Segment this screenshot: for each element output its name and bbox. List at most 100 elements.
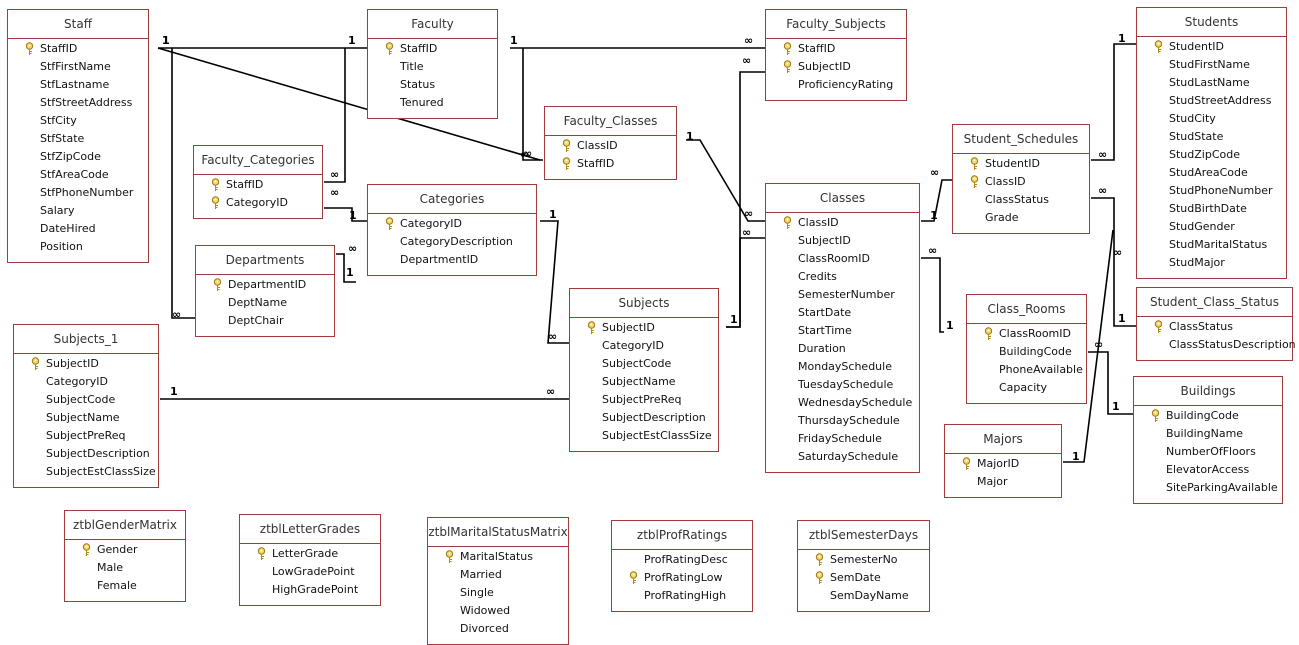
field-row[interactable]: StudFirstName — [1137, 56, 1286, 74]
relationship-line[interactable] — [921, 257, 944, 333]
field-row[interactable]: FridaySchedule — [766, 430, 919, 448]
field-row[interactable]: StudMaritalStatus — [1137, 236, 1286, 254]
table-title[interactable]: Faculty — [368, 10, 497, 39]
field-row[interactable]: Tenured — [368, 94, 497, 112]
field-row[interactable]: SemDayName — [798, 587, 929, 605]
table-title[interactable]: Class_Rooms — [967, 295, 1086, 324]
field-row[interactable]: ClassStatusDescription — [1137, 336, 1296, 354]
table-title[interactable]: Faculty_Categories — [194, 146, 322, 175]
field-row[interactable]: SubjectEstClassSize — [570, 427, 718, 445]
field-row[interactable]: CategoryID — [570, 337, 718, 355]
field-row[interactable]: CategoryID — [14, 373, 158, 391]
field-row[interactable]: SemesterNo — [798, 551, 929, 569]
field-row[interactable]: ProfRatingLow — [612, 569, 752, 587]
field-row[interactable]: ClassID — [766, 214, 919, 232]
field-row[interactable]: StudCity — [1137, 110, 1286, 128]
table-title[interactable]: Buildings — [1134, 377, 1282, 406]
field-row[interactable]: Title — [368, 58, 497, 76]
field-row[interactable]: SemDate — [798, 569, 929, 587]
table-title[interactable]: Majors — [945, 425, 1061, 454]
table-title[interactable]: Classes — [766, 184, 919, 213]
relationship-line[interactable] — [522, 48, 543, 161]
field-row[interactable]: StudBirthDate — [1137, 200, 1286, 218]
field-row[interactable]: Position — [8, 238, 148, 256]
field-row[interactable]: CategoryDescription — [368, 233, 536, 251]
field-row[interactable]: StaffID — [545, 155, 676, 173]
relationship-line[interactable] — [540, 220, 570, 344]
relationship-line[interactable] — [1091, 43, 1136, 161]
table-title[interactable]: Departments — [196, 246, 334, 275]
table-title[interactable]: Student_Schedules — [953, 125, 1089, 154]
field-row[interactable]: StudAreaCode — [1137, 164, 1286, 182]
field-row[interactable]: SubjectDescription — [570, 409, 718, 427]
table-title[interactable]: Staff — [8, 10, 148, 39]
field-row[interactable]: ProficiencyRating — [766, 76, 906, 94]
field-row[interactable]: SubjectName — [570, 373, 718, 391]
field-row[interactable]: MajorID — [945, 455, 1061, 473]
relationship-line[interactable] — [726, 237, 766, 328]
field-row[interactable]: StudentID — [1137, 38, 1286, 56]
field-row[interactable]: StfZipCode — [8, 148, 148, 166]
field-row[interactable]: LowGradePoint — [240, 563, 380, 581]
field-row[interactable]: StudStreetAddress — [1137, 92, 1286, 110]
table-title[interactable]: Subjects — [570, 289, 718, 318]
table-title[interactable]: Students — [1137, 8, 1286, 37]
field-row[interactable]: StudLastName — [1137, 74, 1286, 92]
field-row[interactable]: StudentID — [953, 155, 1089, 173]
field-row[interactable]: TuesdaySchedule — [766, 376, 919, 394]
field-row[interactable]: MaritalStatus — [428, 548, 568, 566]
field-row[interactable]: SubjectCode — [570, 355, 718, 373]
field-row[interactable]: StfStreetAddress — [8, 94, 148, 112]
field-row[interactable]: StfPhoneNumber — [8, 184, 148, 202]
field-row[interactable]: ThursdaySchedule — [766, 412, 919, 430]
field-row[interactable]: StudGender — [1137, 218, 1286, 236]
field-row[interactable]: ClassRoomID — [967, 325, 1086, 343]
relationship-line[interactable] — [324, 207, 368, 222]
table-title[interactable]: Faculty_Subjects — [766, 10, 906, 39]
field-row[interactable]: BuildingCode — [1134, 407, 1282, 425]
field-row[interactable]: Major — [945, 473, 1061, 491]
field-row[interactable]: Gender — [65, 541, 185, 559]
field-row[interactable]: SubjectEstClassSize — [14, 463, 158, 481]
relationship-line[interactable] — [336, 253, 356, 283]
field-row[interactable]: SemesterNumber — [766, 286, 919, 304]
relationship-line[interactable] — [921, 179, 952, 222]
field-row[interactable]: HighGradePoint — [240, 581, 380, 599]
field-row[interactable]: ProfRatingHigh — [612, 587, 752, 605]
field-row[interactable]: NumberOfFloors — [1134, 443, 1282, 461]
field-row[interactable]: Salary — [8, 202, 148, 220]
field-row[interactable]: BuildingName — [1134, 425, 1282, 443]
relationship-line[interactable] — [324, 48, 346, 183]
relationship-line[interactable] — [1088, 351, 1133, 415]
field-row[interactable]: CategoryID — [368, 215, 536, 233]
field-row[interactable]: DeptName — [196, 294, 334, 312]
field-row[interactable]: CategoryID — [194, 194, 322, 212]
field-row[interactable]: DepartmentID — [368, 251, 536, 269]
field-row[interactable]: StaffID — [194, 176, 322, 194]
field-row[interactable]: DateHired — [8, 220, 148, 238]
table-title[interactable]: ztblSemesterDays — [798, 521, 929, 550]
field-row[interactable]: DepartmentID — [196, 276, 334, 294]
field-row[interactable]: ClassStatus — [953, 191, 1089, 209]
table-title[interactable]: Categories — [368, 185, 536, 214]
table-title[interactable]: Student_Class_Status — [1137, 288, 1292, 317]
field-row[interactable]: Divorced — [428, 620, 568, 638]
field-row[interactable]: StaffID — [766, 40, 906, 58]
relationship-line[interactable] — [1091, 197, 1136, 327]
field-row[interactable]: StfAreaCode — [8, 166, 148, 184]
field-row[interactable]: Male — [65, 559, 185, 577]
field-row[interactable]: Grade — [953, 209, 1089, 227]
field-row[interactable]: Married — [428, 566, 568, 584]
field-row[interactable]: SubjectPreReq — [570, 391, 718, 409]
